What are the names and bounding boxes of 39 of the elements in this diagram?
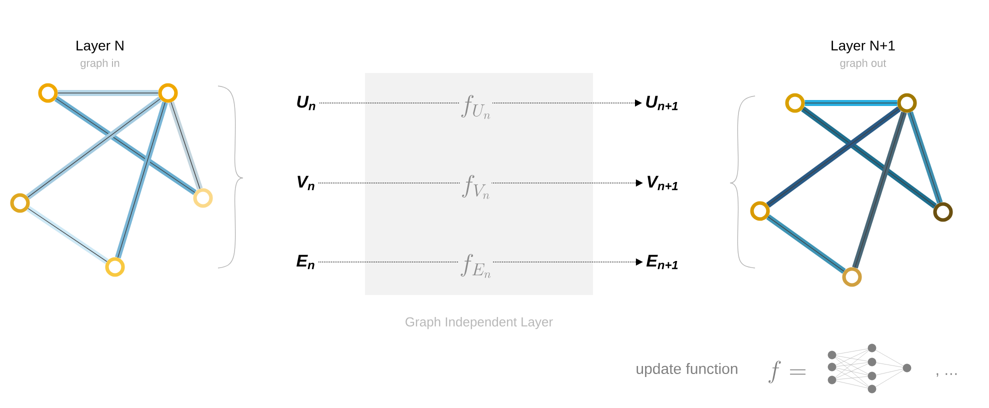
graph-edge: [852, 111, 907, 269]
function-label: $f_{V_n}$: [462, 174, 490, 199]
graph-edge: [804, 100, 898, 106]
graph-node: [897, 93, 917, 113]
caption: update function: [636, 363, 738, 377]
title: Layer N: [76, 40, 124, 54]
graph-edge: [766, 106, 901, 208]
graph-edge: [766, 214, 846, 274]
variable-label: V$_{n}$: [298, 176, 314, 190]
graph-edge: [26, 206, 109, 264]
title: Layer N+1: [832, 40, 895, 54]
subtitle: graph out: [840, 58, 886, 70]
graph-edge: [54, 96, 197, 195]
graph-edge: [57, 90, 159, 96]
subtitle: graph in: [80, 58, 120, 70]
function-label: $f_{E_n}$: [460, 254, 491, 278]
panel-caption: Graph Independent Layer: [406, 316, 553, 330]
graph-node: [105, 257, 125, 277]
graph-node: [158, 83, 178, 103]
formula-label: $f =$: [768, 360, 806, 384]
variable-label: V$_{n+1}$: [648, 176, 678, 190]
graph-edge: [168, 101, 203, 190]
graph-edge: [26, 96, 162, 200]
caption: , …: [936, 373, 957, 377]
variable-label: U$_{n+1}$: [646, 96, 678, 110]
graph-edge: [115, 102, 168, 258]
graph-node: [933, 202, 953, 222]
graph-node: [38, 83, 58, 103]
graph-node: [193, 188, 213, 208]
graph-node: [750, 201, 770, 221]
graph-node: [842, 267, 862, 287]
variable-label: U$_{n}$: [297, 96, 316, 110]
variable-label: E$_{n+1}$: [646, 254, 678, 270]
graph-node: [10, 193, 30, 213]
function-label: $f_{U_n}$: [461, 94, 490, 119]
graph-edge: [907, 111, 943, 204]
graph-edge: [801, 106, 937, 209]
variable-label: E$_{n}$: [296, 254, 314, 270]
graph-node: [785, 93, 805, 113]
